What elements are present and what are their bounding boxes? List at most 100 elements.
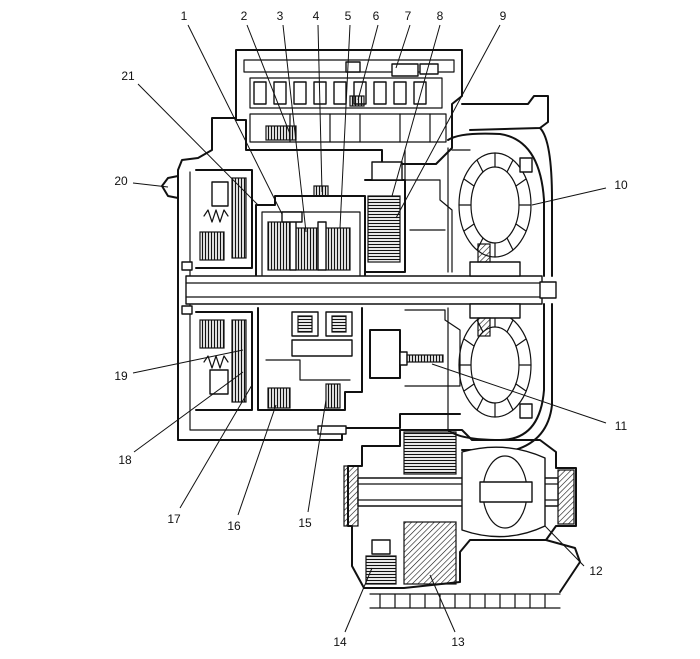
valve-lower-dividers — [289, 113, 431, 143]
leader-line-14 — [344, 567, 373, 633]
callout-label-18: 18 — [118, 453, 132, 467]
callout-label-15: 15 — [298, 516, 312, 530]
support-block — [369, 329, 401, 379]
center-support — [369, 309, 461, 387]
valve-small-part — [345, 61, 361, 73]
carrier-plate — [291, 339, 353, 357]
differential-housing — [347, 429, 577, 589]
valve-lower-row — [249, 113, 447, 143]
gear-support — [371, 161, 403, 181]
planet-gear — [297, 315, 313, 333]
callout-label-11: 11 — [615, 419, 628, 433]
valve-small-part — [391, 63, 419, 77]
left-clutch-lower — [195, 311, 253, 411]
lower-planetary — [257, 307, 363, 411]
shaft-body — [185, 275, 543, 305]
case-inner-wall — [189, 171, 335, 431]
support-web — [404, 309, 461, 387]
gear-teeth — [367, 195, 401, 263]
stator — [477, 317, 491, 337]
callout-labels: 1 2 3 4 5 6 7 8 9 10 11 12 13 14 15 16 1… — [114, 9, 628, 649]
leader-line-6 — [357, 24, 379, 101]
callout-label-19: 19 — [114, 369, 128, 383]
clutch-housing — [195, 311, 253, 411]
converter-bolt — [519, 157, 533, 173]
drum-inner — [265, 359, 351, 381]
drum-hub — [289, 217, 297, 271]
leader-line-16 — [237, 404, 277, 516]
upper-gear-drum — [255, 185, 366, 276]
clutch-plates — [199, 231, 225, 261]
left-axle-seal — [343, 465, 359, 527]
shaft-inner-lines — [185, 282, 543, 298]
leader-line-9 — [395, 24, 501, 219]
leader-line-21 — [137, 83, 259, 206]
callout-label-16: 16 — [227, 519, 241, 533]
callout-label-1: 1 — [181, 9, 188, 23]
bolt-head — [399, 351, 408, 366]
final-drive-gear — [403, 521, 457, 585]
return-spring — [203, 209, 229, 223]
clutch-pack-16 — [267, 387, 291, 409]
callout-label-2: 2 — [241, 9, 248, 23]
clutch-plates — [231, 177, 247, 259]
callout-label-10: 10 — [614, 178, 628, 192]
transfer-driven-gear — [403, 431, 457, 475]
callout-label-5: 5 — [345, 9, 352, 23]
clutch-plates — [231, 319, 247, 403]
left-clutch-upper — [195, 169, 253, 269]
leader-line-4 — [317, 24, 323, 193]
callout-label-3: 3 — [277, 9, 284, 23]
clutch-housing — [195, 169, 253, 269]
clutch-plates — [199, 319, 225, 349]
main-shaft — [185, 275, 557, 305]
case-boss — [181, 305, 193, 315]
transfer-gear-stack — [364, 161, 406, 273]
drum-inner — [261, 211, 361, 276]
bell-housing-flange — [461, 95, 549, 131]
clutch-pack-2 — [295, 227, 319, 271]
leader-line-1 — [187, 24, 283, 215]
drum-part — [313, 185, 329, 197]
park-gear-hub — [371, 539, 391, 555]
case-lower-bar — [317, 425, 347, 435]
planet-gear — [331, 315, 347, 333]
valve-spool — [393, 81, 407, 105]
converter-hub — [469, 303, 521, 319]
leader-line-3 — [282, 24, 307, 233]
valve-spool — [413, 81, 427, 105]
callout-label-17: 17 — [167, 512, 181, 526]
clutch-pack-1 — [267, 221, 291, 271]
leader-line-20 — [132, 182, 169, 188]
leader-line-7 — [395, 24, 411, 69]
clutch-pack-3 — [325, 227, 351, 271]
callout-label-7: 7 — [405, 9, 412, 23]
callout-label-4: 4 — [313, 9, 320, 23]
upper-torus-inner — [470, 166, 520, 244]
callout-label-9: 9 — [500, 9, 507, 23]
valve-solenoid — [265, 125, 297, 141]
drum-hub — [317, 221, 327, 271]
clutch-piston — [209, 369, 229, 395]
case-center-web — [404, 149, 471, 273]
valve-spool — [293, 81, 307, 105]
leader-line-5 — [339, 24, 351, 229]
leader-line-13 — [429, 574, 456, 633]
housing-extension — [545, 539, 581, 593]
case-outer-wall — [177, 117, 461, 441]
lower-torus-inner — [470, 326, 520, 404]
leader-line-8 — [391, 24, 441, 197]
park-gear — [365, 555, 397, 585]
right-axle-bearing — [557, 469, 575, 525]
clutch-pack-15 — [325, 383, 341, 409]
leader-line-18 — [133, 371, 244, 453]
valve-spool — [373, 81, 387, 105]
shaft-output-stub — [539, 281, 557, 299]
converter-hub — [469, 261, 521, 277]
valve-small-part — [349, 95, 365, 107]
leader-line-11 — [431, 363, 607, 424]
callout-label-14: 14 — [333, 635, 347, 649]
callout-label-8: 8 — [437, 9, 444, 23]
converter-bolt — [519, 403, 533, 419]
